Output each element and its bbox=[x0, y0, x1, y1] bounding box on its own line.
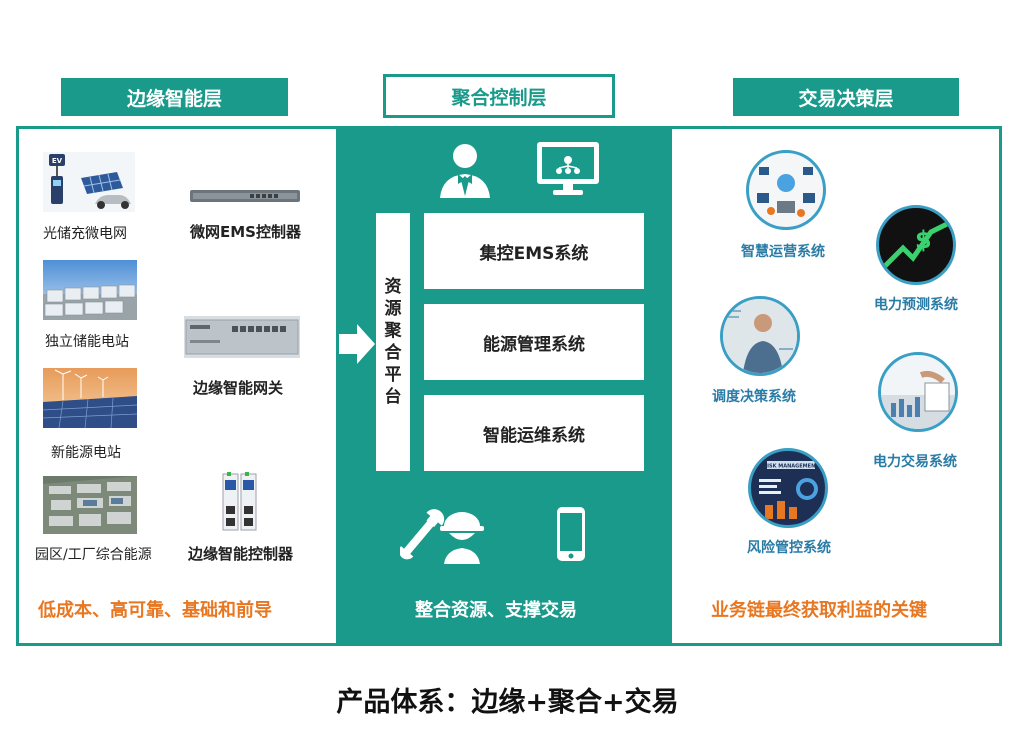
ems-controller-device bbox=[190, 188, 300, 204]
central-ems-system: 集控EMS系统 bbox=[424, 213, 644, 289]
renewable-station-label: 新能源电站 bbox=[51, 445, 121, 461]
monitor-network-icon bbox=[535, 140, 601, 198]
operator-icon bbox=[436, 140, 494, 198]
microgrid-photo: EV bbox=[43, 152, 135, 212]
storage-station-photo bbox=[43, 260, 137, 320]
edge-gateway-device bbox=[184, 316, 300, 358]
power-forecast-image: $ bbox=[876, 205, 956, 285]
risk-banner-text: RISK MANAGEMENT bbox=[763, 464, 819, 470]
dispatch-decision-image bbox=[720, 296, 800, 376]
arrow-right-icon bbox=[337, 322, 377, 366]
edge-layer-slogan: 低成本、高可靠、基础和前导 bbox=[38, 600, 272, 621]
edge-controller-label: 边缘智能控制器 bbox=[188, 545, 294, 563]
platform-char: 平 bbox=[384, 365, 402, 385]
risk-control-image: RISK MANAGEMENT bbox=[748, 448, 828, 528]
energy-management-system: 能源管理系统 bbox=[424, 304, 644, 380]
storage-station-label: 独立储能电站 bbox=[45, 334, 129, 350]
dispatch-decision-label: 调度决策系统 bbox=[712, 389, 796, 405]
edge-layer-header: 边缘智能层 bbox=[61, 78, 288, 116]
ev-sign-text: EV bbox=[52, 157, 63, 165]
aggregation-layer-header: 聚合控制层 bbox=[383, 74, 615, 118]
ems-controller-label: 微网EMS控制器 bbox=[190, 223, 301, 241]
risk-control-label: 风险管控系统 bbox=[747, 540, 831, 556]
resource-aggregation-platform: 资 源 聚 合 平 台 bbox=[376, 213, 410, 471]
platform-char: 资 bbox=[384, 277, 402, 297]
diagram-caption: 产品体系：边缘+聚合+交易 bbox=[336, 687, 679, 718]
platform-char: 源 bbox=[384, 299, 402, 319]
power-trading-image bbox=[878, 352, 958, 432]
smartphone-icon bbox=[556, 506, 586, 562]
power-trading-label: 电力交易系统 bbox=[873, 454, 957, 470]
platform-char: 聚 bbox=[384, 321, 402, 341]
smart-operation-label: 智慧运营系统 bbox=[741, 244, 825, 260]
aggregation-layer-slogan: 整合资源、支撑交易 bbox=[415, 600, 577, 621]
industrial-park-label: 园区/工厂综合能源 bbox=[35, 547, 152, 563]
wrench-worker-icon bbox=[399, 506, 490, 564]
edge-gateway-label: 边缘智能网关 bbox=[193, 379, 284, 397]
platform-char: 合 bbox=[384, 343, 402, 363]
svg-text:$: $ bbox=[915, 226, 932, 254]
microgrid-label: 光储充微电网 bbox=[43, 226, 127, 242]
trading-layer-slogan: 业务链最终获取利益的关键 bbox=[711, 600, 927, 621]
power-forecast-label: 电力预测系统 bbox=[874, 297, 958, 313]
trading-layer-header: 交易决策层 bbox=[733, 78, 959, 116]
smart-om-system: 智能运维系统 bbox=[424, 395, 644, 471]
platform-char: 台 bbox=[384, 387, 402, 407]
smart-operation-image bbox=[746, 150, 826, 230]
renewable-station-photo bbox=[42, 368, 138, 429]
edge-controller-device bbox=[221, 472, 259, 532]
industrial-park-photo bbox=[43, 476, 137, 534]
